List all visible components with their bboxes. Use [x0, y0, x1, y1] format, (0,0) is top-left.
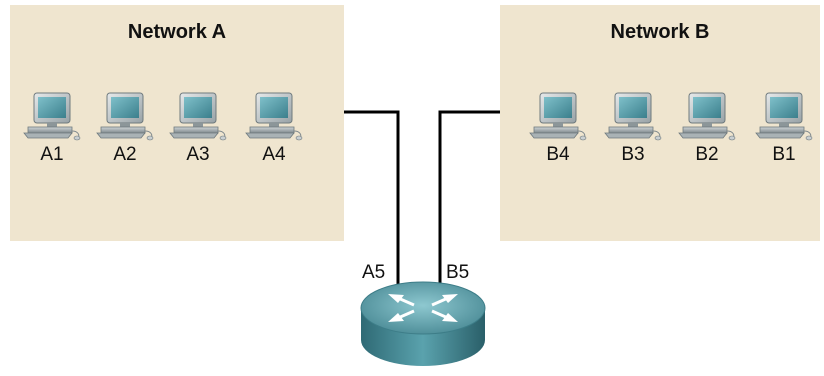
- host-a4: A4: [244, 91, 304, 169]
- network-b-title: Network B: [610, 21, 710, 43]
- host-label: B3: [621, 144, 645, 165]
- host-label: A4: [262, 144, 286, 165]
- port-label-b5: B5: [446, 262, 470, 283]
- host-label: A3: [186, 144, 210, 165]
- link-network-a-to-router: [344, 110, 400, 300]
- router-icon: [360, 281, 486, 366]
- network-a-title: Network A: [127, 21, 227, 43]
- link-network-b-to-router: [438, 110, 500, 300]
- host-label: A2: [113, 144, 137, 165]
- host-label: A1: [40, 144, 64, 165]
- network-a-box: Network A A1 A2 A3 A4: [10, 5, 344, 241]
- host-b2: B2: [677, 91, 737, 169]
- host-b3: B3: [603, 91, 663, 169]
- host-b4: B4: [528, 91, 588, 169]
- host-label: B1: [772, 144, 796, 165]
- host-a1: A1: [22, 91, 82, 169]
- network-b-box: Network B B4 B3 B2 B1: [500, 5, 820, 241]
- host-b1: B1: [754, 91, 814, 169]
- port-label-a5: A5: [362, 262, 386, 283]
- host-a3: A3: [168, 91, 228, 169]
- host-label: B2: [695, 144, 719, 165]
- host-a2: A2: [95, 91, 155, 169]
- host-label: B4: [546, 144, 570, 165]
